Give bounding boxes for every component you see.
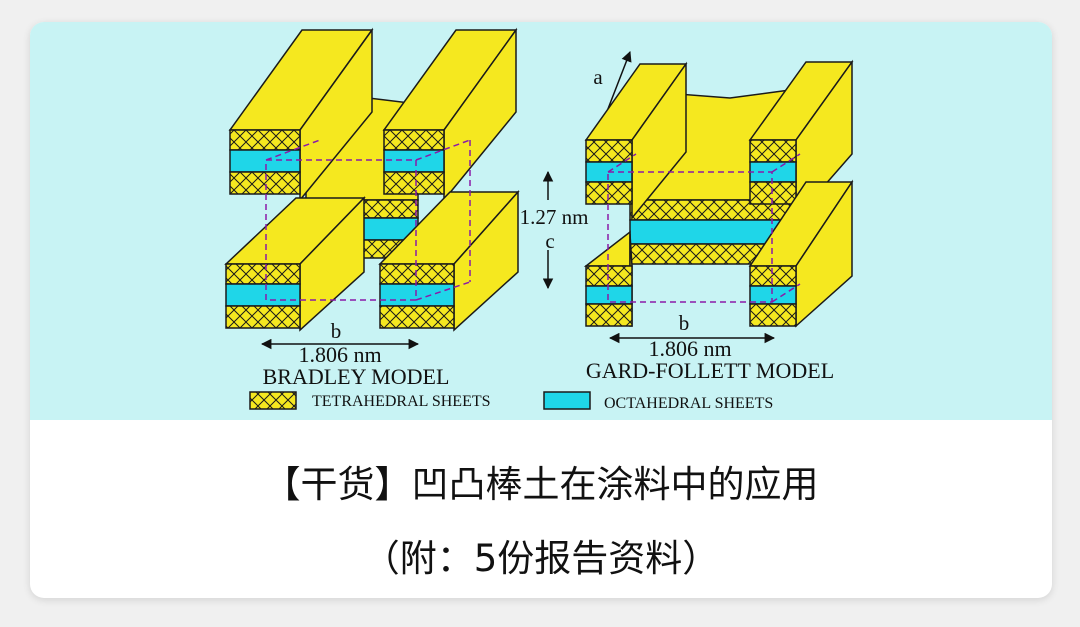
legend-octahedral-swatch [543, 391, 591, 410]
gard-a-letter: a [593, 65, 603, 89]
article-title[interactable]: 【干货】凹凸棒土在涂料中的应用 [263, 463, 819, 506]
gard-block-top-left [584, 61, 688, 221]
legend [249, 391, 591, 410]
legend-tetrahedral-label: TETRAHEDRAL SHEETS [312, 393, 491, 410]
bradley-unit-cell [265, 139, 471, 301]
legend-tetrahedral-swatch [249, 391, 297, 410]
bradley-block-top-left [228, 27, 374, 203]
bradley-block-top-right [382, 27, 518, 203]
gard-follett-model-drawing [583, 51, 854, 344]
bradley-model-label: BRADLEY MODEL [263, 364, 450, 389]
clay-structure-figure: b 1.806 nm BRADLEY MODEL 1.27 nm c [30, 22, 1052, 420]
bradley-block-bottom-right [378, 190, 520, 332]
gard-b-letter: b [679, 311, 690, 335]
bradley-b-letter: b [331, 319, 342, 343]
article-card[interactable]: b 1.806 nm BRADLEY MODEL 1.27 nm c [30, 22, 1052, 598]
bradley-b-value: 1.806 nm [298, 342, 381, 367]
gard-block-bottom-left [583, 230, 633, 327]
bradley-block-bottom-left [224, 196, 366, 332]
gard-b-value: 1.806 nm [648, 336, 731, 361]
structure-diagram: b 1.806 nm BRADLEY MODEL 1.27 nm c [224, 27, 854, 412]
c-axis-letter: c [545, 229, 554, 253]
bradley-model-drawing [224, 27, 520, 350]
gard-unit-cell [607, 153, 801, 303]
article-subtitle[interactable]: （附：5份报告资料） [362, 537, 720, 580]
gard-block-top-right [748, 59, 854, 220]
gard-follett-model-label: GARD-FOLLETT MODEL [586, 358, 834, 383]
c-axis-value: 1.27 nm [520, 205, 589, 229]
gard-a-arrow [605, 51, 632, 115]
gard-block-bottom-right [748, 179, 854, 328]
legend-octahedral-label: OCTAHEDRAL SHEETS [604, 395, 773, 412]
